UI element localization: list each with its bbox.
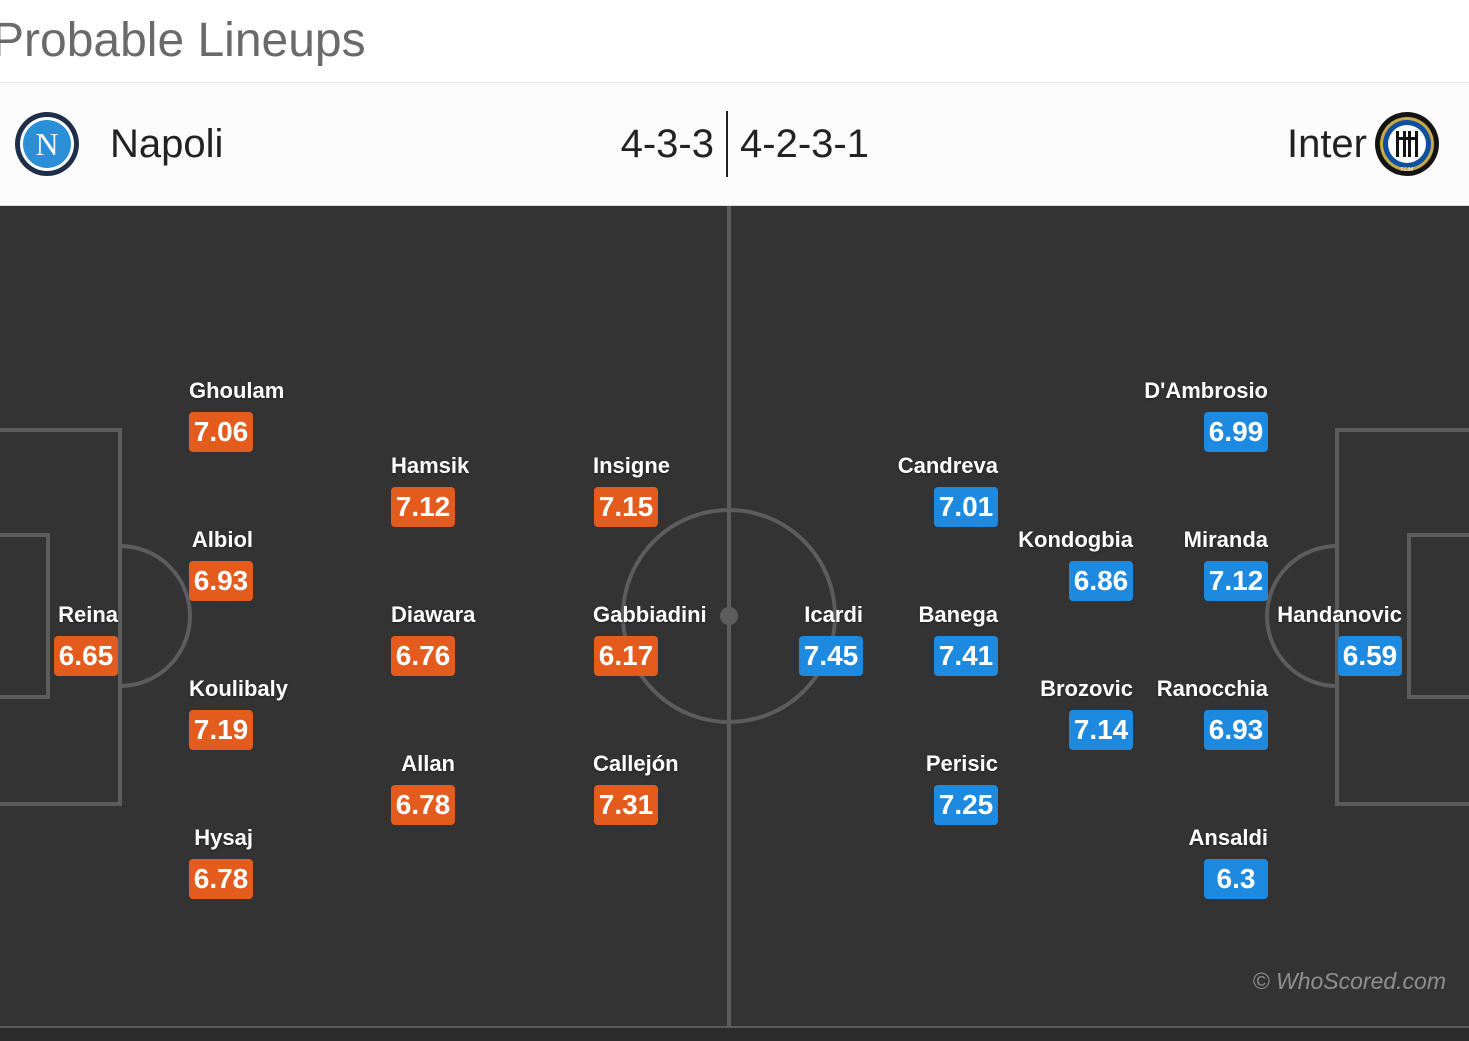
player-name: Callejón <box>593 751 679 776</box>
player-name: Insigne <box>593 453 671 478</box>
player-rating: 6.93 <box>189 561 253 601</box>
player-miranda[interactable]: Miranda 7.12 <box>0 527 1268 603</box>
player-name: Koulibaly <box>189 676 289 701</box>
player-rating: 7.19 <box>189 710 253 750</box>
title-bar: Probable Lineups <box>0 0 1469 83</box>
player-name: Perisic <box>925 751 998 776</box>
player-handanovic[interactable]: Handanovic 6.59 <box>0 602 1402 678</box>
player-rating: 7.14 <box>1069 710 1133 750</box>
player-name: Ghoulam <box>189 378 285 403</box>
page-title: Probable Lineups <box>0 14 366 67</box>
player-allan[interactable]: Allan 6.78 <box>0 751 455 827</box>
player-callejon[interactable]: Callejón 7.31 <box>0 751 679 827</box>
player-rating: 7.01 <box>934 487 998 527</box>
napoli-badge-icon[interactable]: N <box>14 111 80 177</box>
player-name: Gabbiadini <box>593 602 707 627</box>
player-name: Albiol <box>191 527 253 552</box>
pitch: Reina 6.65 Ghoulam 7.06 Albiol 6.93 Koul… <box>0 206 1469 1026</box>
player-ansaldi[interactable]: Ansaldi 6.3 <box>0 825 1268 901</box>
player-koulibaly[interactable]: Koulibaly 7.19 <box>0 676 288 752</box>
player-brozovic[interactable]: Brozovic 7.14 <box>0 676 1133 752</box>
player-ghoulam[interactable]: Ghoulam 7.06 <box>0 378 284 454</box>
player-kondogbia[interactable]: Kondogbia 6.86 <box>0 527 1133 603</box>
pitch-markings <box>0 206 1469 1026</box>
player-candreva[interactable]: Candreva 7.01 <box>0 453 998 529</box>
player-rating: 6.86 <box>1069 561 1133 601</box>
player-name: Icardi <box>804 602 863 627</box>
player-reina[interactable]: Reina 6.65 <box>0 602 118 678</box>
player-rating: 7.12 <box>391 487 455 527</box>
formation-divider <box>726 111 728 177</box>
player-rating: 7.06 <box>189 412 253 452</box>
player-name: Handanovic <box>1277 602 1402 627</box>
player-name: D'Ambrosio <box>1144 378 1268 403</box>
player-banega[interactable]: Banega 7.41 <box>0 602 998 678</box>
player-rating: 7.15 <box>594 487 658 527</box>
player-name: Kondogbia <box>1018 527 1133 552</box>
player-hamsik[interactable]: Hamsik 7.12 <box>0 453 469 529</box>
home-formation: 4-3-3 <box>620 122 714 166</box>
player-icardi[interactable]: Icardi 7.45 <box>0 602 863 678</box>
away-formation: 4-2-3-1 <box>740 122 869 166</box>
player-name: Allan <box>401 751 455 776</box>
player-name: Brozovic <box>1040 676 1133 701</box>
player-name: Miranda <box>1183 527 1268 552</box>
player-rating: 6.17 <box>594 636 658 676</box>
player-name: Reina <box>58 602 118 627</box>
player-gabbiadini[interactable]: Gabbiadini 6.17 <box>0 602 707 678</box>
inter-badge-icon[interactable]: FCIM <box>1374 111 1440 177</box>
player-insigne[interactable]: Insigne 7.15 <box>0 453 670 529</box>
player-rating: 7.45 <box>799 636 863 676</box>
watermark: © WhoScored.com <box>1252 968 1446 994</box>
player-rating: 6.99 <box>1204 412 1268 452</box>
player-rating: 6.78 <box>391 785 455 825</box>
player-dambrosio[interactable]: D'Ambrosio 6.99 <box>0 378 1268 454</box>
teams-bar: N Napoli 4-3-3 4-2-3-1 Inter FCIM <box>0 83 1469 206</box>
player-name: Candreva <box>897 453 998 478</box>
player-name: Banega <box>918 602 998 627</box>
player-diawara[interactable]: Diawara 6.76 <box>0 602 475 678</box>
player-name: Ranocchia <box>1156 676 1268 701</box>
player-rating: 7.31 <box>594 785 658 825</box>
player-rating: 7.12 <box>1204 561 1268 601</box>
napoli-badge-letter: N <box>35 126 58 162</box>
player-name: Hamsik <box>391 453 470 478</box>
away-team-name[interactable]: Inter <box>1286 122 1367 166</box>
player-name: Ansaldi <box>1188 825 1268 850</box>
player-perisic[interactable]: Perisic 7.25 <box>0 751 998 827</box>
player-rating: 6.78 <box>189 859 253 899</box>
inter-badge-letters: FCIM <box>1401 167 1413 173</box>
player-rating: 6.93 <box>1204 710 1268 750</box>
player-hysaj[interactable]: Hysaj 6.78 <box>0 825 253 901</box>
player-ranocchia[interactable]: Ranocchia 6.93 <box>0 676 1268 752</box>
home-team-name[interactable]: Napoli <box>110 122 224 166</box>
player-rating: 7.25 <box>934 785 998 825</box>
player-rating: 6.3 <box>1204 859 1268 899</box>
player-rating: 6.65 <box>54 636 118 676</box>
player-rating: 6.76 <box>391 636 455 676</box>
player-name: Diawara <box>391 602 476 627</box>
player-name: Hysaj <box>194 825 253 850</box>
player-rating: 6.59 <box>1338 636 1402 676</box>
player-albiol[interactable]: Albiol 6.93 <box>0 527 253 603</box>
pitch-footer <box>0 1026 1469 1041</box>
player-rating: 7.41 <box>934 636 998 676</box>
